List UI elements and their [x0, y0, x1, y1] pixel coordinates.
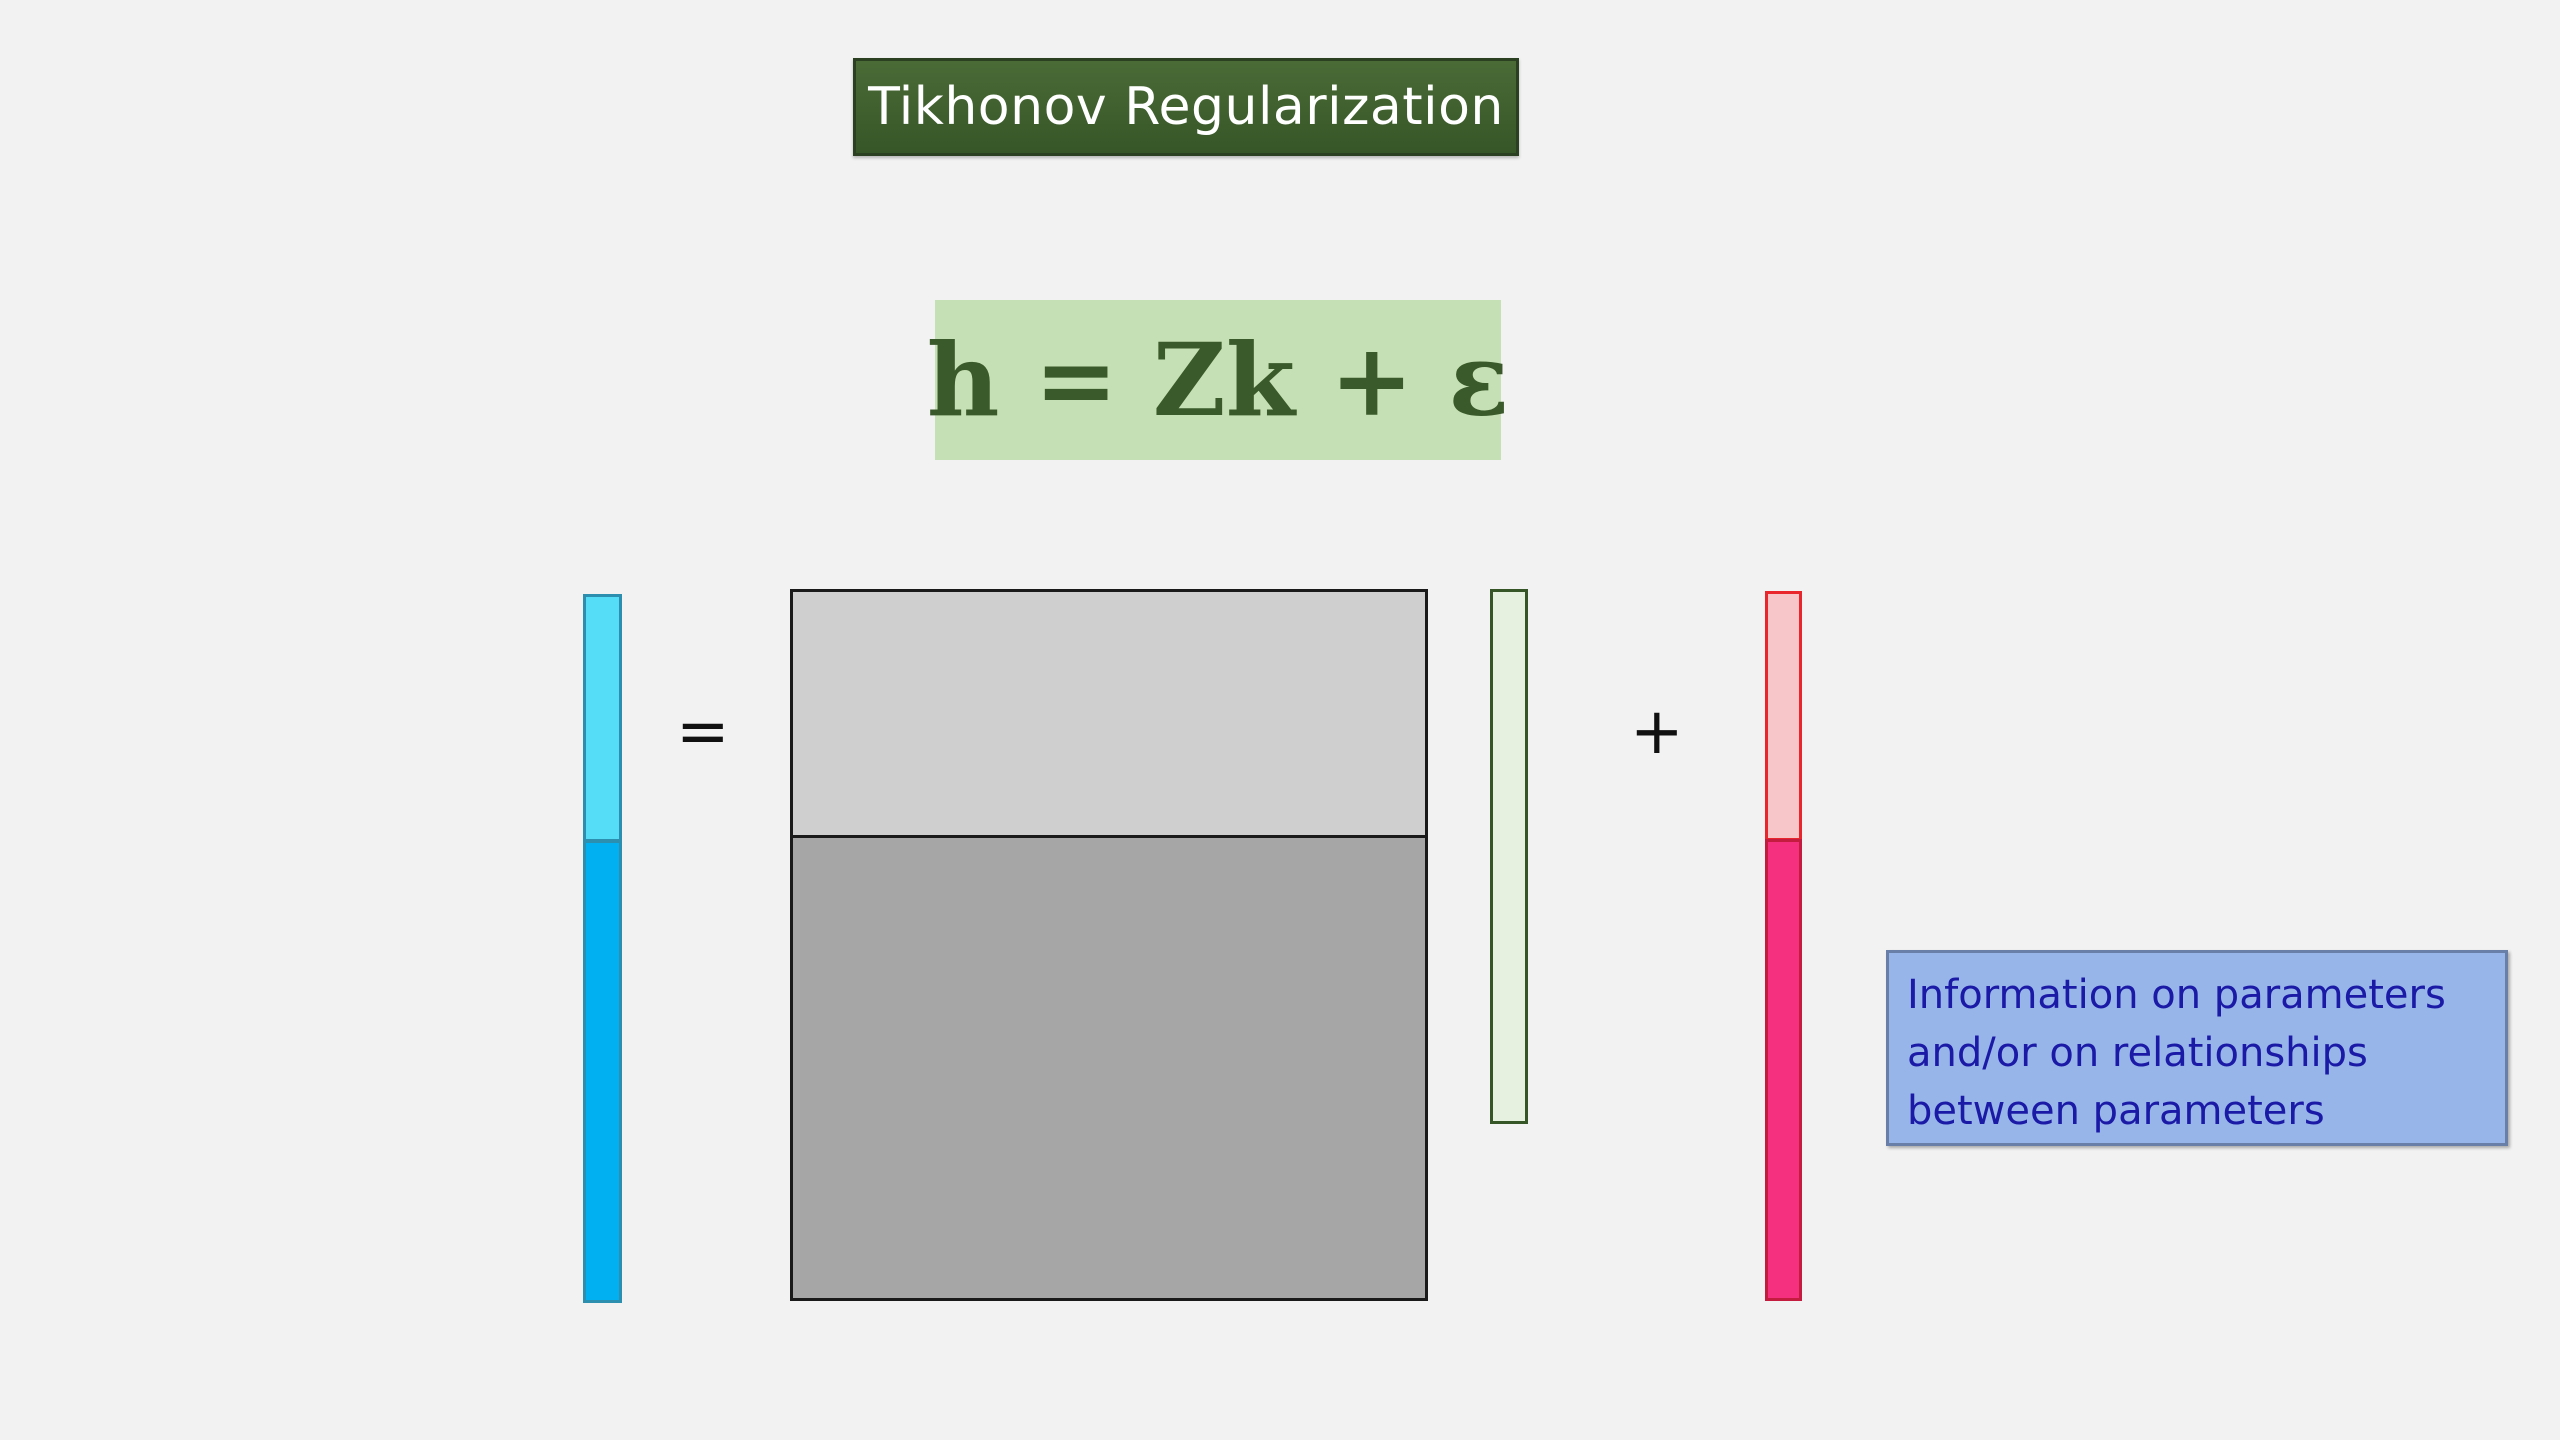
error-vector-upper-block [1765, 591, 1802, 841]
observations-vector-lower-block [583, 840, 622, 1303]
model-matrix-upper-block [790, 589, 1428, 838]
info-line: and/or on relationships [1907, 1030, 2368, 1076]
info-line: between parameters [1907, 1088, 2325, 1134]
slide-title: Tikhonov Regularization [853, 58, 1519, 156]
model-matrix-lower-block [790, 835, 1428, 1301]
error-vector-lower-block [1765, 839, 1802, 1301]
plus-sign: + [1630, 695, 1684, 769]
info-line: Information on parameters [1907, 972, 2446, 1018]
observations-vector-upper-block [583, 594, 622, 842]
parameter-vector [1490, 589, 1528, 1124]
equals-sign: = [676, 695, 730, 769]
equation: h = Zk + ε [927, 300, 1509, 460]
information-callout: Information on parameters and/or on rela… [1886, 950, 2508, 1146]
